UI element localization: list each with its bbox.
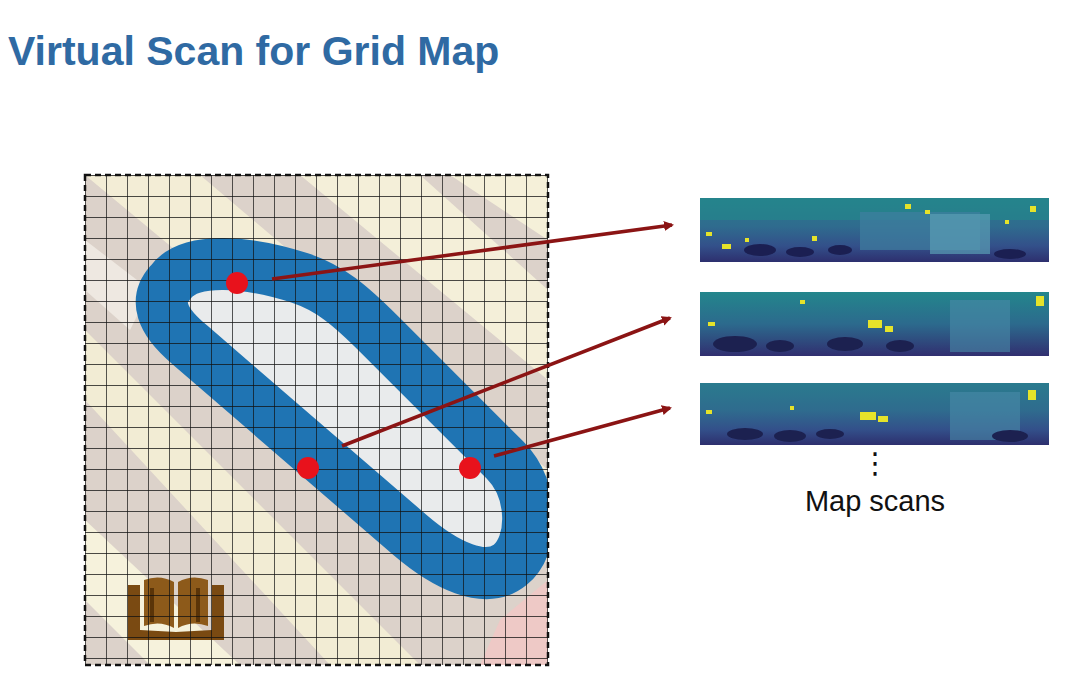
slide-title: Virtual Scan for Grid Map — [8, 28, 499, 75]
map-border — [85, 175, 548, 665]
pointer-arrows — [272, 225, 672, 456]
ellipsis-mark: ⋮ — [861, 446, 890, 480]
grid-map — [85, 175, 548, 665]
range-image — [700, 383, 1049, 445]
scan-points — [226, 272, 481, 479]
caption-label: Map scans — [805, 485, 945, 518]
range-image — [700, 198, 1049, 262]
range-image — [700, 292, 1049, 356]
